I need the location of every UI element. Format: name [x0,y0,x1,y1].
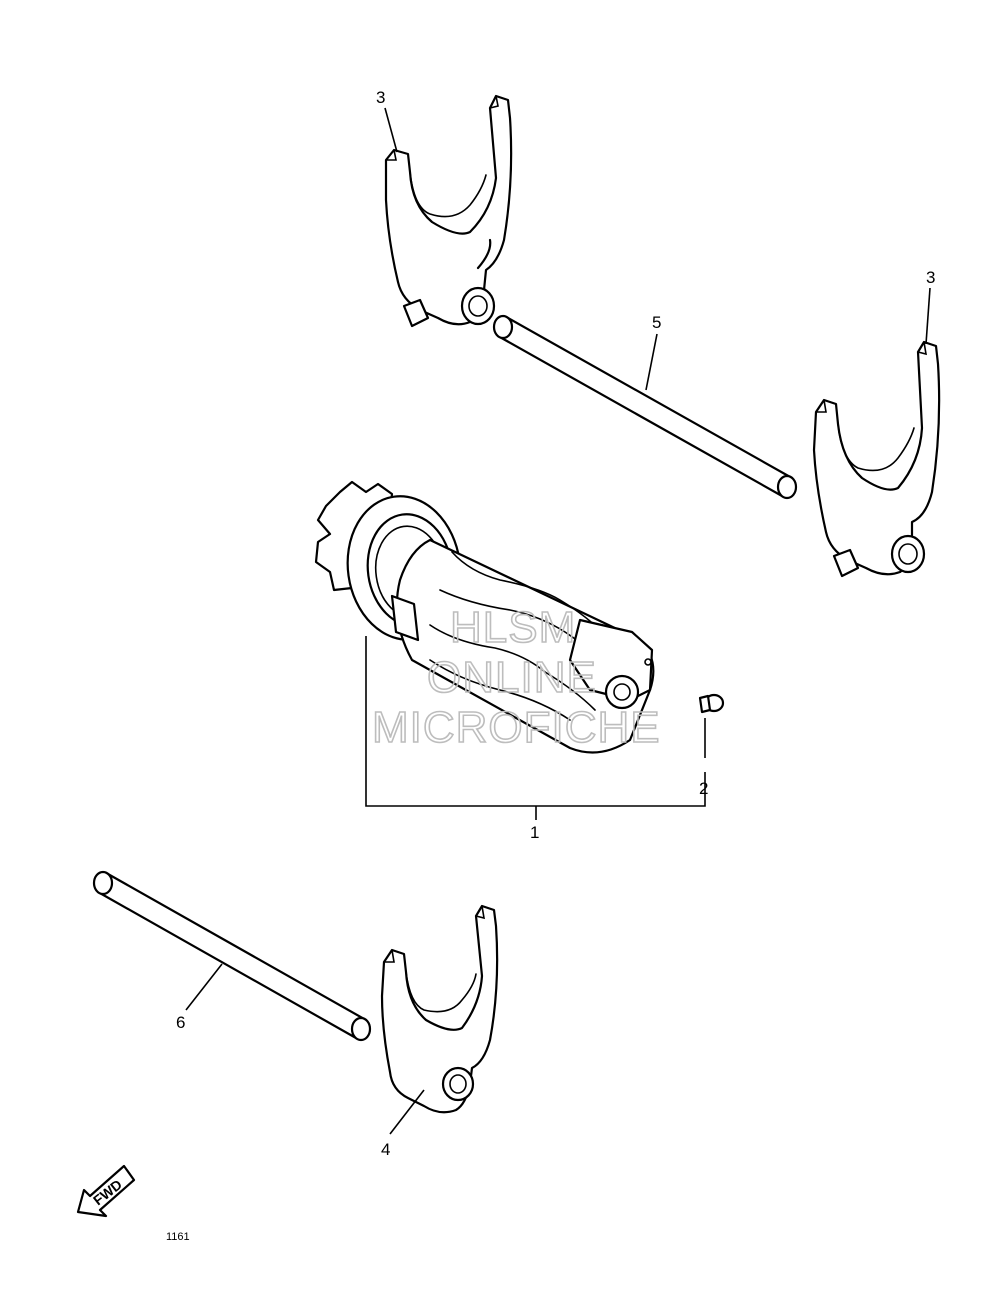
watermark-line-1: HLSM [450,603,576,652]
shift-drum-assembly[interactable] [314,480,655,754]
callout-screw: 2 [699,779,708,798]
callout-drum-assembly: 1 [530,823,539,842]
watermark: HLSM ONLINE MICROFICHE [371,602,661,753]
fork-guide-bar-5[interactable] [492,314,798,500]
shift-fork-right[interactable] [812,340,941,578]
callout-guide-bar-6: 6 [176,1013,185,1032]
fwd-direction-arrow-icon: FWD [76,1164,136,1218]
screw-2[interactable] [698,693,725,714]
callout-fork-right: 3 [926,268,935,287]
callout-fork-top: 3 [376,88,385,107]
watermark-line-3: MICROFICHE [372,703,661,752]
shift-fork-bottom[interactable] [380,904,499,1114]
callout-fork-bottom: 4 [381,1140,390,1159]
figure-reference: 1161 [166,1231,190,1243]
shift-fork-top[interactable] [384,94,513,328]
callout-guide-bar-5: 5 [652,313,661,332]
watermark-line-2: ONLINE [427,653,597,702]
leader-lines [185,107,931,1135]
fork-guide-bar-6[interactable] [92,870,372,1042]
